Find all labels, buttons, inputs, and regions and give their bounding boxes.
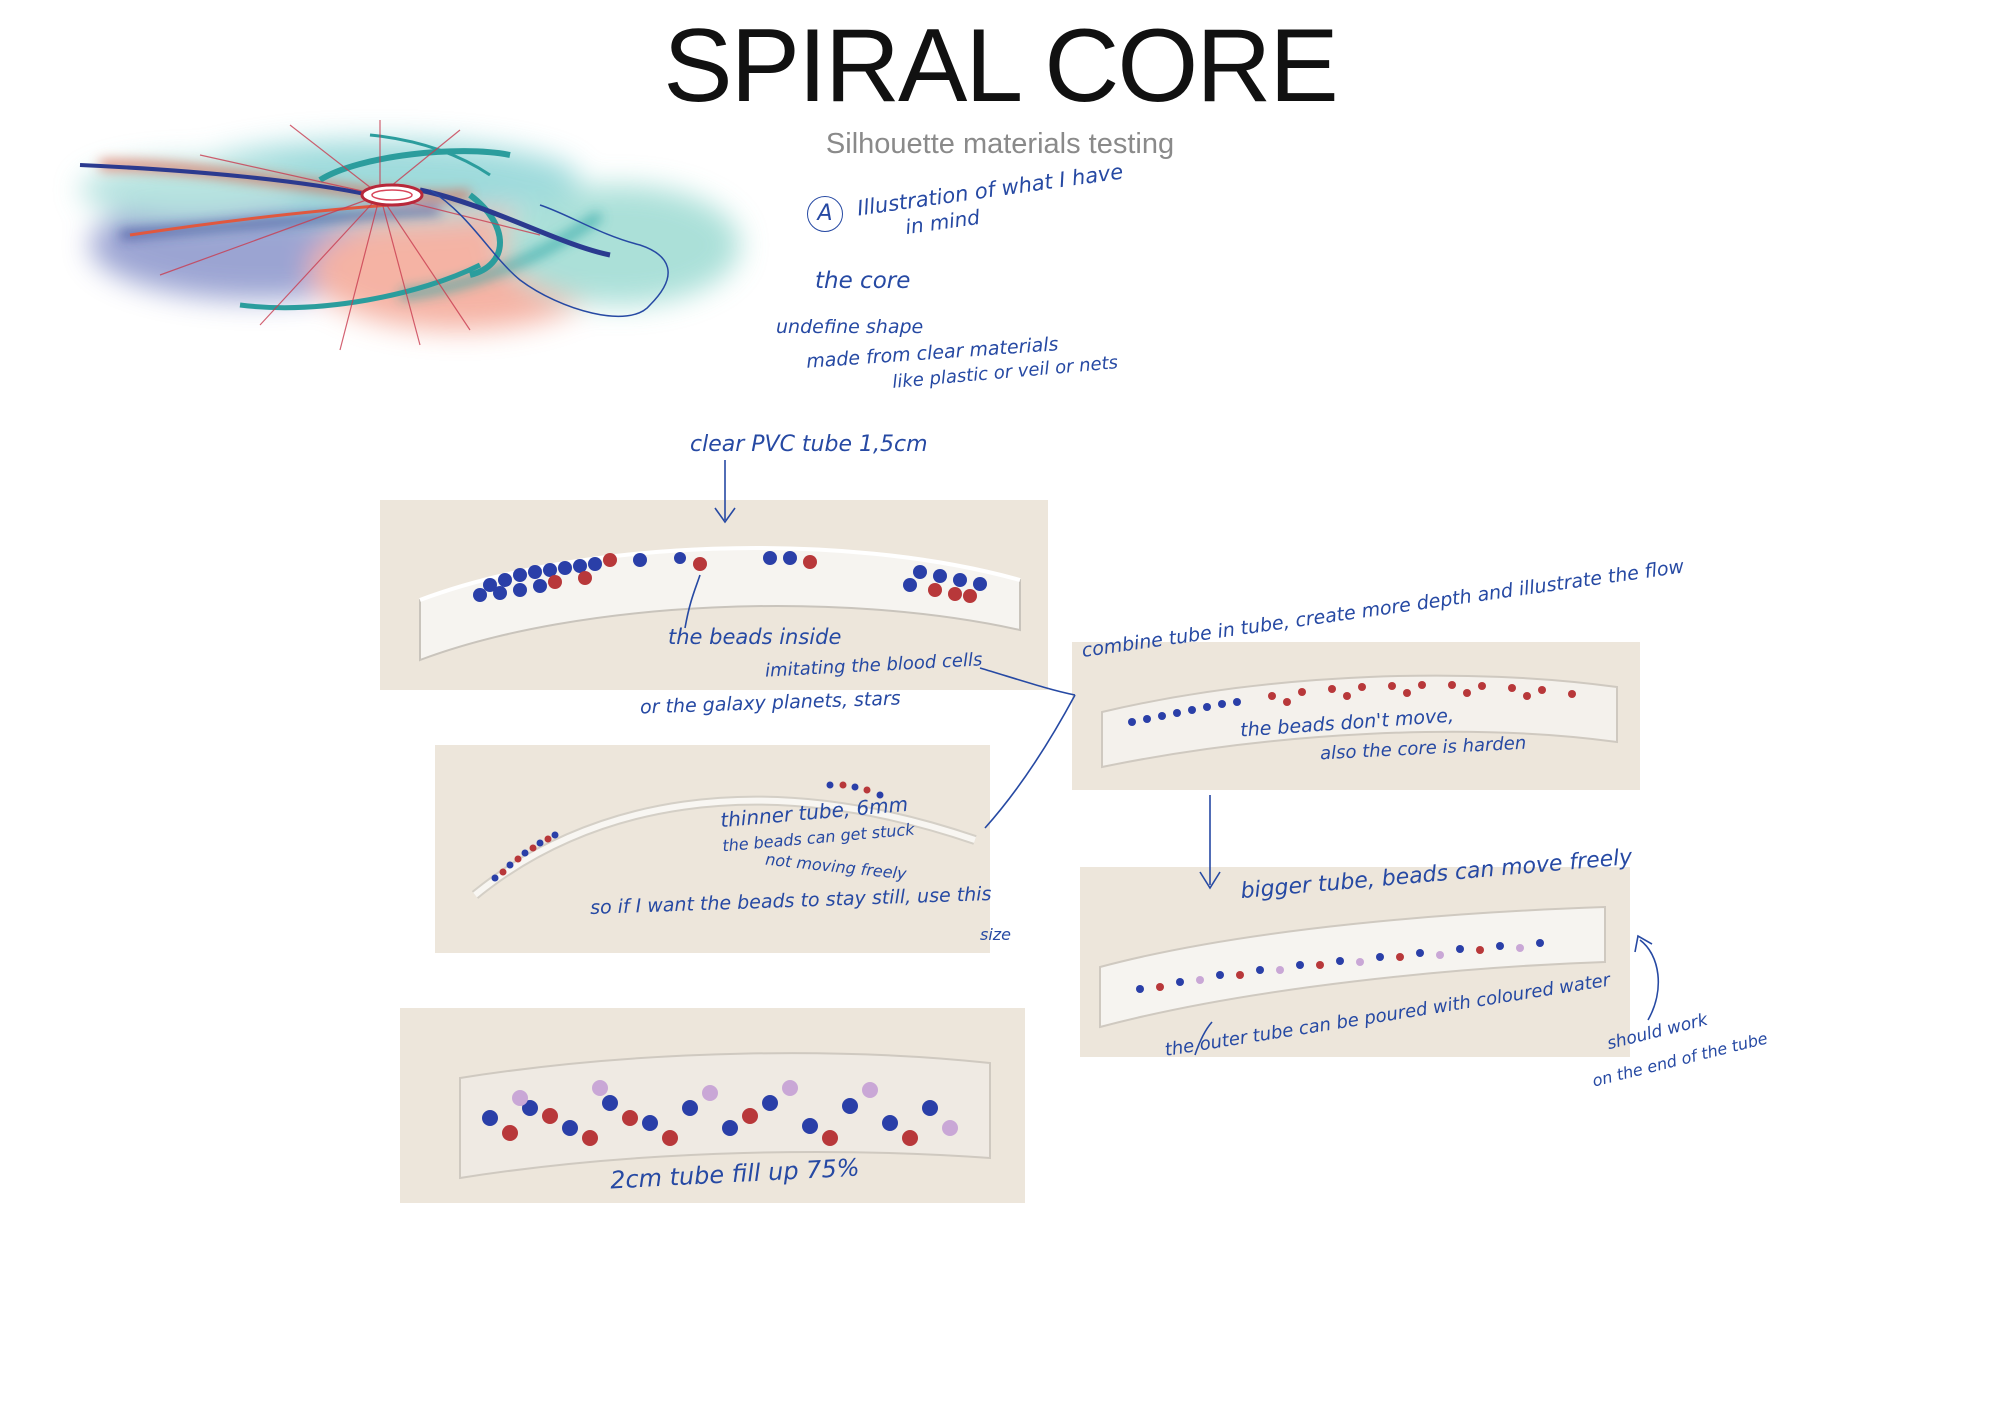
sketch-caption-line1: Illustration of what I have — [855, 159, 1125, 221]
core-label: the core — [815, 268, 911, 294]
spiral-illustration — [40, 95, 830, 365]
page-subtitle: Silhouette materials testing — [825, 128, 1175, 160]
photo-combined-tube — [1072, 642, 1640, 790]
pvc-beads-line3: or the galaxy planets, stars — [639, 687, 901, 719]
photo-thin-tube — [435, 745, 990, 953]
photo-bigger-tube — [1080, 867, 1630, 1057]
photo-pvc-tube — [380, 500, 1048, 690]
pvc-beads-line1: the beads inside — [668, 625, 842, 649]
shape-line1: undefine shape — [776, 316, 924, 338]
photo-2cm-tube — [400, 1008, 1025, 1203]
thin-tube-line5: size — [980, 925, 1012, 944]
pvc-tube-label: clear PVC tube 1,5cm — [690, 432, 928, 457]
page-title: SPIRAL CORE — [663, 8, 1338, 124]
sketch-marker: A — [807, 196, 843, 232]
